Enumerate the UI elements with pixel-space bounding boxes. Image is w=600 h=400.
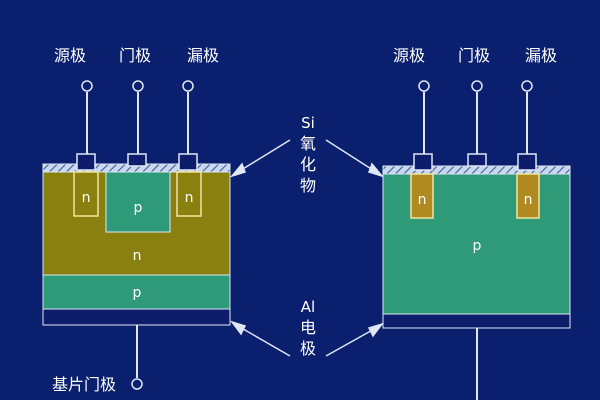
arrow-oxide-left bbox=[229, 139, 291, 178]
arrow-electrode-left bbox=[230, 320, 291, 357]
left-drain-contact bbox=[178, 153, 198, 171]
left-n-pocket-drain bbox=[176, 171, 202, 217]
right-n-drain-label: n bbox=[524, 192, 533, 208]
left-drain-terminal bbox=[182, 80, 194, 92]
right-gate-terminal bbox=[471, 80, 483, 92]
left-source-label: 源极 bbox=[54, 46, 86, 65]
right-n-source-label: n bbox=[418, 192, 427, 208]
left-gate-terminal bbox=[132, 80, 144, 92]
center-annotations: Si 氧 化 物 Al 电 极 bbox=[229, 114, 385, 358]
left-gate-label: 门极 bbox=[119, 46, 151, 65]
left-source-terminal bbox=[81, 80, 93, 92]
electrode-label-char1: 电 bbox=[300, 318, 316, 337]
right-oxide-layer bbox=[382, 165, 571, 175]
al-label: Al bbox=[301, 298, 315, 316]
left-p-well bbox=[105, 171, 171, 233]
right-source-contact bbox=[413, 153, 433, 171]
left-source-contact bbox=[76, 153, 96, 171]
right-bottom-electrode bbox=[382, 313, 571, 329]
right-n-pocket-drain bbox=[516, 173, 540, 219]
arrow-electrode-right bbox=[325, 322, 384, 357]
left-device: n p n n p 源极 门极 漏极 基片门极 bbox=[42, 46, 231, 394]
arrow-oxide-right bbox=[325, 139, 385, 178]
right-n-pocket-source bbox=[410, 173, 434, 219]
left-substrate-terminal bbox=[131, 378, 143, 390]
right-device: n n p 源极 门极 漏极 bbox=[382, 46, 571, 400]
left-drain-label: 漏极 bbox=[187, 46, 219, 65]
left-n-drain-label: n bbox=[185, 190, 194, 206]
right-drain-label: 漏极 bbox=[525, 46, 557, 65]
left-n-source-label: n bbox=[82, 190, 91, 206]
left-n-body-label: n bbox=[133, 248, 142, 264]
oxide-label-si: Si bbox=[301, 114, 315, 132]
right-gate-contact bbox=[467, 153, 487, 167]
right-drain-contact bbox=[517, 153, 537, 171]
left-p-well-label: p bbox=[134, 200, 143, 216]
right-drain-terminal bbox=[521, 80, 533, 92]
electrode-label-char2: 极 bbox=[300, 339, 316, 358]
oxide-label-char1: 氧 bbox=[300, 134, 316, 153]
left-p-layer-label: p bbox=[133, 285, 142, 301]
left-n-pocket-source bbox=[73, 171, 99, 217]
left-bottom-electrode bbox=[42, 308, 231, 326]
left-gate-contact bbox=[127, 153, 147, 167]
substrate-gate-label: 基片门极 bbox=[52, 375, 116, 394]
right-source-label: 源极 bbox=[393, 46, 425, 65]
right-gate-label: 门极 bbox=[458, 46, 490, 65]
oxide-label-char2: 化 bbox=[300, 155, 316, 174]
oxide-label-char3: 物 bbox=[300, 176, 316, 195]
right-p-substrate-label: p bbox=[473, 238, 482, 254]
right-source-terminal bbox=[418, 80, 430, 92]
left-p-layer bbox=[42, 274, 231, 310]
